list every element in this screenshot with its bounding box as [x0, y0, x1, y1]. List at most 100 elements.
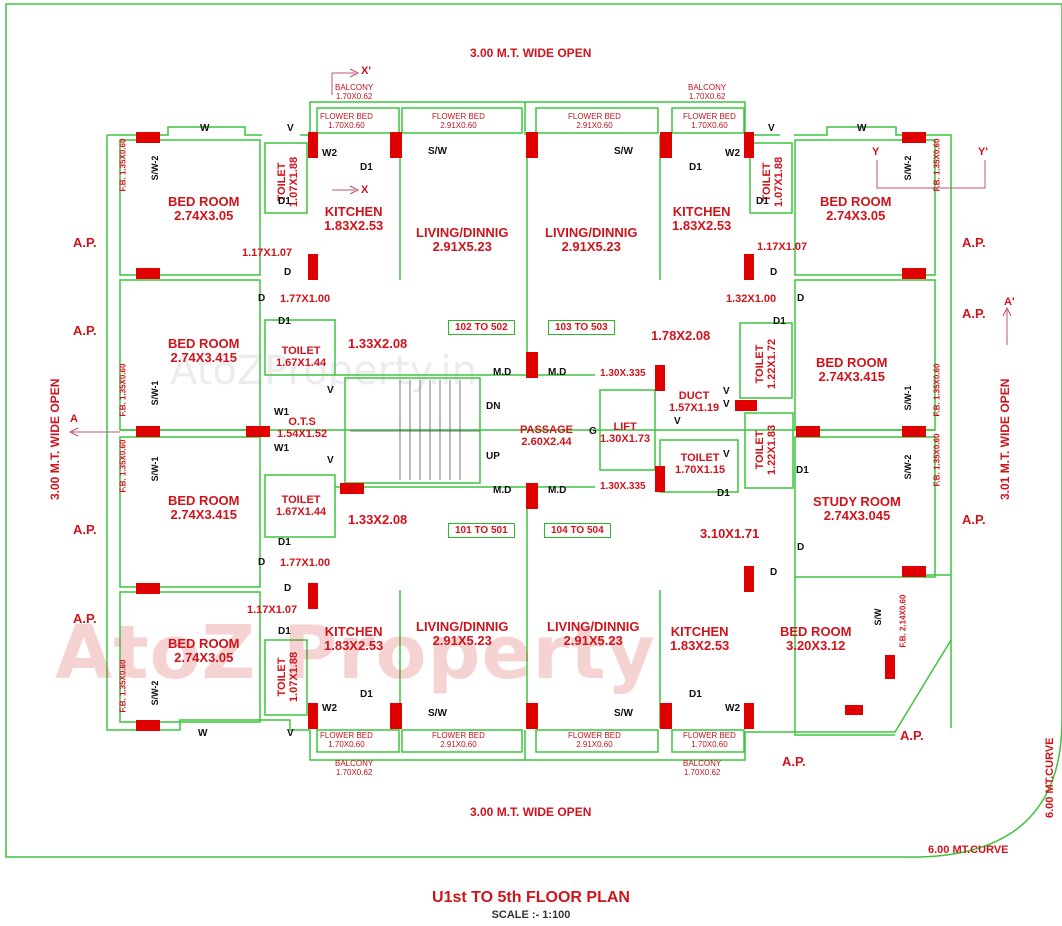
room-kitchen-tr: KITCHEN 1.83X2.53 — [672, 204, 731, 234]
door-code: D1 — [717, 488, 730, 499]
room-dim: 2.91X5.23 — [563, 633, 623, 649]
page-title: U1st TO 5th FLOOR PLAN — [432, 889, 630, 906]
section-a-prime: A' — [1004, 296, 1015, 308]
flower-bed: FLOWER BED 2.91X0.60 — [432, 112, 485, 131]
section-y: Y — [872, 146, 880, 158]
ap-label: A.P. — [73, 235, 97, 250]
room-name: O.T.S — [288, 416, 316, 428]
fb-label: F.B. — [118, 402, 128, 417]
side-flower-bed: F.B. 1.35X0.60 — [933, 139, 942, 192]
fb-dim: 1.35X0.60 — [118, 659, 128, 697]
window-code: S/W — [428, 708, 447, 719]
main-door-code: M.D — [493, 485, 512, 496]
flat-number-101: 101 TO 501 — [448, 523, 515, 538]
balcony-br: BALCONY 1.70X0.62 — [683, 759, 721, 778]
door-code: D1 — [278, 316, 291, 327]
scale-label: SCALE :- 1:100 — [491, 909, 571, 921]
room-name: STUDY ROOM — [813, 494, 901, 509]
room-passage: PASSAGE 2.60X2.44 — [520, 424, 573, 448]
room-name: TOILET — [754, 430, 766, 470]
fb-dim: 1.70X0.60 — [328, 120, 365, 130]
ventilator-code: V — [287, 728, 294, 739]
door-code: D1 — [360, 689, 373, 700]
dim-label: 1.17X1.07 — [757, 241, 808, 253]
room-bed-ml: BED ROOM 2.74X3.415 — [168, 336, 240, 366]
door-code: D — [797, 293, 805, 304]
room-bed-br: BED ROOM 3.20X3.12 — [780, 624, 852, 654]
balcony-label: BALCONY — [688, 83, 727, 92]
room-dim: 1.83X2.53 — [324, 638, 384, 654]
flat-number-102: 102 TO 502 — [448, 320, 515, 335]
balcony-dim: 1.70X0.62 — [683, 767, 721, 777]
room-dim: 1.57X1.19 — [669, 402, 720, 415]
room-study-r: STUDY ROOM 2.74X3.045 — [813, 494, 901, 524]
room-name: BED ROOM — [168, 194, 240, 209]
window-code: W — [198, 728, 208, 739]
ap-label: A.P. — [962, 512, 986, 527]
door-code: D1 — [360, 162, 373, 173]
ap-label: A.P. — [73, 611, 97, 626]
fb-label: F.B. — [118, 698, 128, 713]
main-door-code: M.D — [548, 367, 567, 378]
fb-dim: 1.35X0.60 — [932, 363, 942, 401]
room-bed-tl: BED ROOM 2.74X3.05 — [168, 194, 240, 224]
room-living-br: LIVING/DINNIG 2.91X5.23 — [547, 619, 639, 649]
dim-label: 1.33X2.08 — [348, 512, 408, 527]
door-code: D1 — [756, 196, 769, 207]
right-open-label: 3.01 M.T. WIDE OPEN — [998, 378, 1012, 500]
flower-bed: FLOWER BED 1.70X0.60 — [683, 731, 736, 750]
fb-dim: 1.35X0.60 — [118, 439, 128, 477]
fb-label: F.B. — [118, 478, 128, 493]
room-name: DUCT — [678, 390, 710, 402]
room-dim: 1.83X2.53 — [324, 218, 384, 234]
dim-label: 1.33X2.08 — [348, 336, 408, 351]
ap-label: A.P. — [73, 323, 97, 338]
stair-up: UP — [486, 451, 500, 462]
room-toilet-tr: TOILET 1.07X1.88 — [761, 142, 785, 222]
room-toilet-mr2: TOILET 1.22X1.83 — [754, 410, 778, 490]
ventilator-code: V — [723, 449, 730, 460]
window-code: W — [857, 123, 867, 134]
room-dim: 1.22X1.72 — [766, 338, 778, 390]
balcony-tr: BALCONY 1.70X0.62 — [688, 83, 727, 102]
fb-dim: 1.35X0.60 — [118, 363, 128, 401]
dim-label: 1.30X.335 — [600, 481, 646, 492]
flat-number-103: 103 TO 503 — [548, 320, 615, 335]
ventilator-code: V — [287, 123, 294, 134]
room-dim: 1.22X1.83 — [766, 424, 778, 476]
fb-label: F.B. — [932, 402, 942, 417]
ventilator-code: V — [674, 416, 681, 427]
door-code: D — [797, 542, 805, 553]
window-code: W1 — [274, 407, 289, 418]
room-dim: 1.70X1.15 — [675, 464, 726, 477]
dim-label: 1.32X1.00 — [726, 293, 777, 305]
side-flower-bed: F.B. 1.35X0.60 — [118, 363, 128, 417]
fb-label: FLOWER BED — [320, 112, 373, 121]
window-code: W2 — [322, 703, 337, 714]
room-duct: DUCT 1.57X1.19 — [669, 390, 719, 414]
balcony-dim: 1.70X0.62 — [335, 767, 373, 777]
section-x: X — [361, 184, 369, 196]
window-code: S/W-1 — [903, 385, 913, 411]
room-name: LIVING/DINNIG — [545, 225, 638, 240]
room-bed-ml2: BED ROOM 2.74X3.415 — [168, 493, 240, 523]
flower-bed: FLOWER BED 2.91X0.60 — [568, 112, 621, 131]
room-living-tl: LIVING/DINNIG 2.91X5.23 — [416, 225, 508, 255]
window-code: S/W-1 — [150, 380, 160, 406]
fb-dim: 2.91X0.60 — [440, 120, 477, 130]
room-name: KITCHEN — [324, 204, 383, 219]
window-code: W — [200, 123, 210, 134]
dim-label: 1.77X1.00 — [280, 293, 331, 305]
room-dim: 2.74X3.415 — [818, 369, 885, 385]
door-code: D1 — [689, 162, 702, 173]
window-code: W1 — [274, 443, 289, 454]
window-code: W2 — [725, 703, 740, 714]
flower-bed: FLOWER BED 2.91X0.60 — [568, 731, 621, 750]
room-ots: O.T.S 1.54X1.52 — [277, 416, 327, 440]
room-dim: 1.30X1.73 — [600, 433, 651, 446]
lift-gate-code: G — [589, 426, 597, 437]
window-code: S/W-2 — [903, 155, 913, 181]
flower-bed: FLOWER BED 1.70X0.60 — [320, 731, 373, 750]
ventilator-code: V — [723, 386, 730, 397]
dim-label: 1.30X.335 — [600, 368, 646, 379]
